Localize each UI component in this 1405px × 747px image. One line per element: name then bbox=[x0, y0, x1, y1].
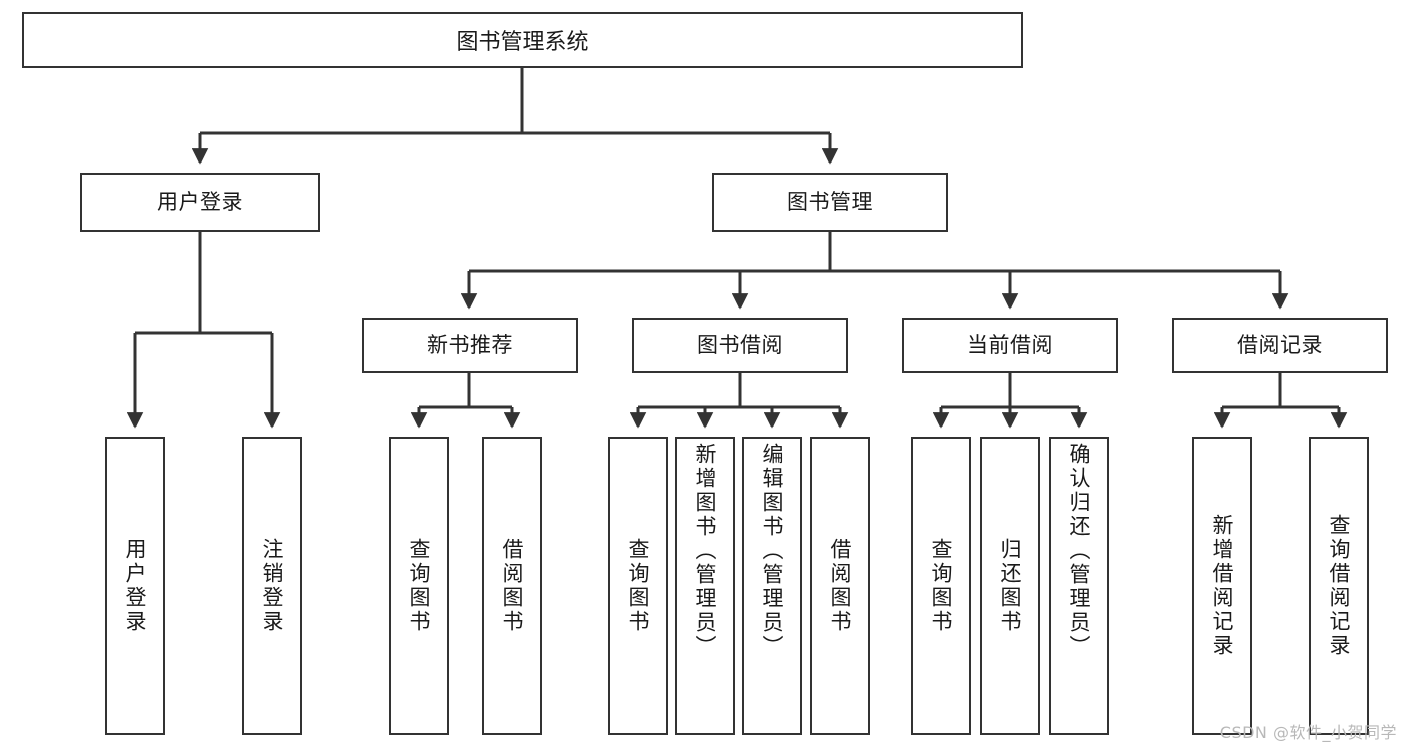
leaf-borrow-book-borrow[interactable]: 借阅图书 bbox=[810, 437, 870, 735]
node-user-login[interactable]: 用户登录 bbox=[80, 173, 320, 232]
node-label: 注销登录 bbox=[260, 538, 285, 634]
leaf-body: 查询图书 bbox=[610, 439, 666, 733]
leaf-body: 编辑图书（管理员） bbox=[744, 439, 800, 737]
node-label: 新增借阅记录 bbox=[1210, 514, 1235, 658]
leaf-query-book-current[interactable]: 查询图书 bbox=[911, 437, 971, 735]
node-label: 用户登录 bbox=[157, 189, 243, 214]
node-label: 新书推荐 bbox=[427, 332, 513, 357]
leaf-add-borrow-record[interactable]: 新增借阅记录 bbox=[1192, 437, 1252, 735]
leaf-body: 确认归还（管理员） bbox=[1051, 439, 1107, 737]
leaf-query-book-borrow[interactable]: 查询图书 bbox=[608, 437, 668, 735]
leaf-body: 新增借阅记录 bbox=[1194, 439, 1250, 733]
csdn-watermark: CSDN @软件_小贺同学 bbox=[1219, 723, 1397, 742]
leaf-body: 用户登录 bbox=[107, 439, 163, 733]
node-label: 借阅图书 bbox=[500, 538, 525, 634]
leaf-edit-book-admin[interactable]: 编辑图书（管理员） bbox=[742, 437, 802, 735]
node-label: 查询图书 bbox=[407, 538, 432, 634]
leaf-user-login[interactable]: 用户登录 bbox=[105, 437, 165, 735]
node-current-borrowing[interactable]: 当前借阅 bbox=[902, 318, 1118, 373]
leaf-user-logout[interactable]: 注销登录 bbox=[242, 437, 302, 735]
node-borrowing-record[interactable]: 借阅记录 bbox=[1172, 318, 1388, 373]
leaf-body: 借阅图书 bbox=[812, 439, 868, 733]
leaf-body: 注销登录 bbox=[244, 439, 300, 733]
node-root-book-management-system[interactable]: 图书管理系统 bbox=[22, 12, 1023, 68]
leaf-query-borrow-record[interactable]: 查询借阅记录 bbox=[1309, 437, 1369, 735]
node-label: 借阅记录 bbox=[1237, 332, 1323, 357]
node-label: 图书管理系统 bbox=[456, 30, 589, 55]
leaf-body: 查询图书 bbox=[913, 439, 969, 733]
node-label: 查询借阅记录 bbox=[1327, 514, 1352, 658]
leaf-body: 借阅图书 bbox=[484, 439, 540, 733]
node-label: 确认归还（管理员） bbox=[1067, 443, 1092, 659]
node-label: 查询图书 bbox=[929, 538, 954, 634]
node-label: 图书管理 bbox=[787, 189, 873, 214]
node-label: 归还图书 bbox=[998, 538, 1023, 634]
leaf-borrow-book-new-rec[interactable]: 借阅图书 bbox=[482, 437, 542, 735]
node-label: 查询图书 bbox=[626, 538, 651, 634]
leaf-query-book-new-rec[interactable]: 查询图书 bbox=[389, 437, 449, 735]
leaf-body: 查询借阅记录 bbox=[1311, 439, 1367, 733]
leaf-return-book[interactable]: 归还图书 bbox=[980, 437, 1040, 735]
leaf-body: 新增图书（管理员） bbox=[677, 439, 733, 737]
node-label: 图书借阅 bbox=[697, 332, 783, 357]
leaf-add-book-admin[interactable]: 新增图书（管理员） bbox=[675, 437, 735, 735]
node-label: 编辑图书（管理员） bbox=[760, 443, 785, 659]
node-book-borrowing[interactable]: 图书借阅 bbox=[632, 318, 848, 373]
node-new-book-recommendation[interactable]: 新书推荐 bbox=[362, 318, 578, 373]
leaf-body: 查询图书 bbox=[391, 439, 447, 733]
node-label: 新增图书（管理员） bbox=[693, 443, 718, 659]
leaf-body: 归还图书 bbox=[982, 439, 1038, 733]
leaf-confirm-return-admin[interactable]: 确认归还（管理员） bbox=[1049, 437, 1109, 735]
node-label: 当前借阅 bbox=[967, 332, 1053, 357]
node-label: 用户登录 bbox=[123, 538, 148, 634]
node-label: 借阅图书 bbox=[828, 538, 853, 634]
node-book-management[interactable]: 图书管理 bbox=[712, 173, 948, 232]
